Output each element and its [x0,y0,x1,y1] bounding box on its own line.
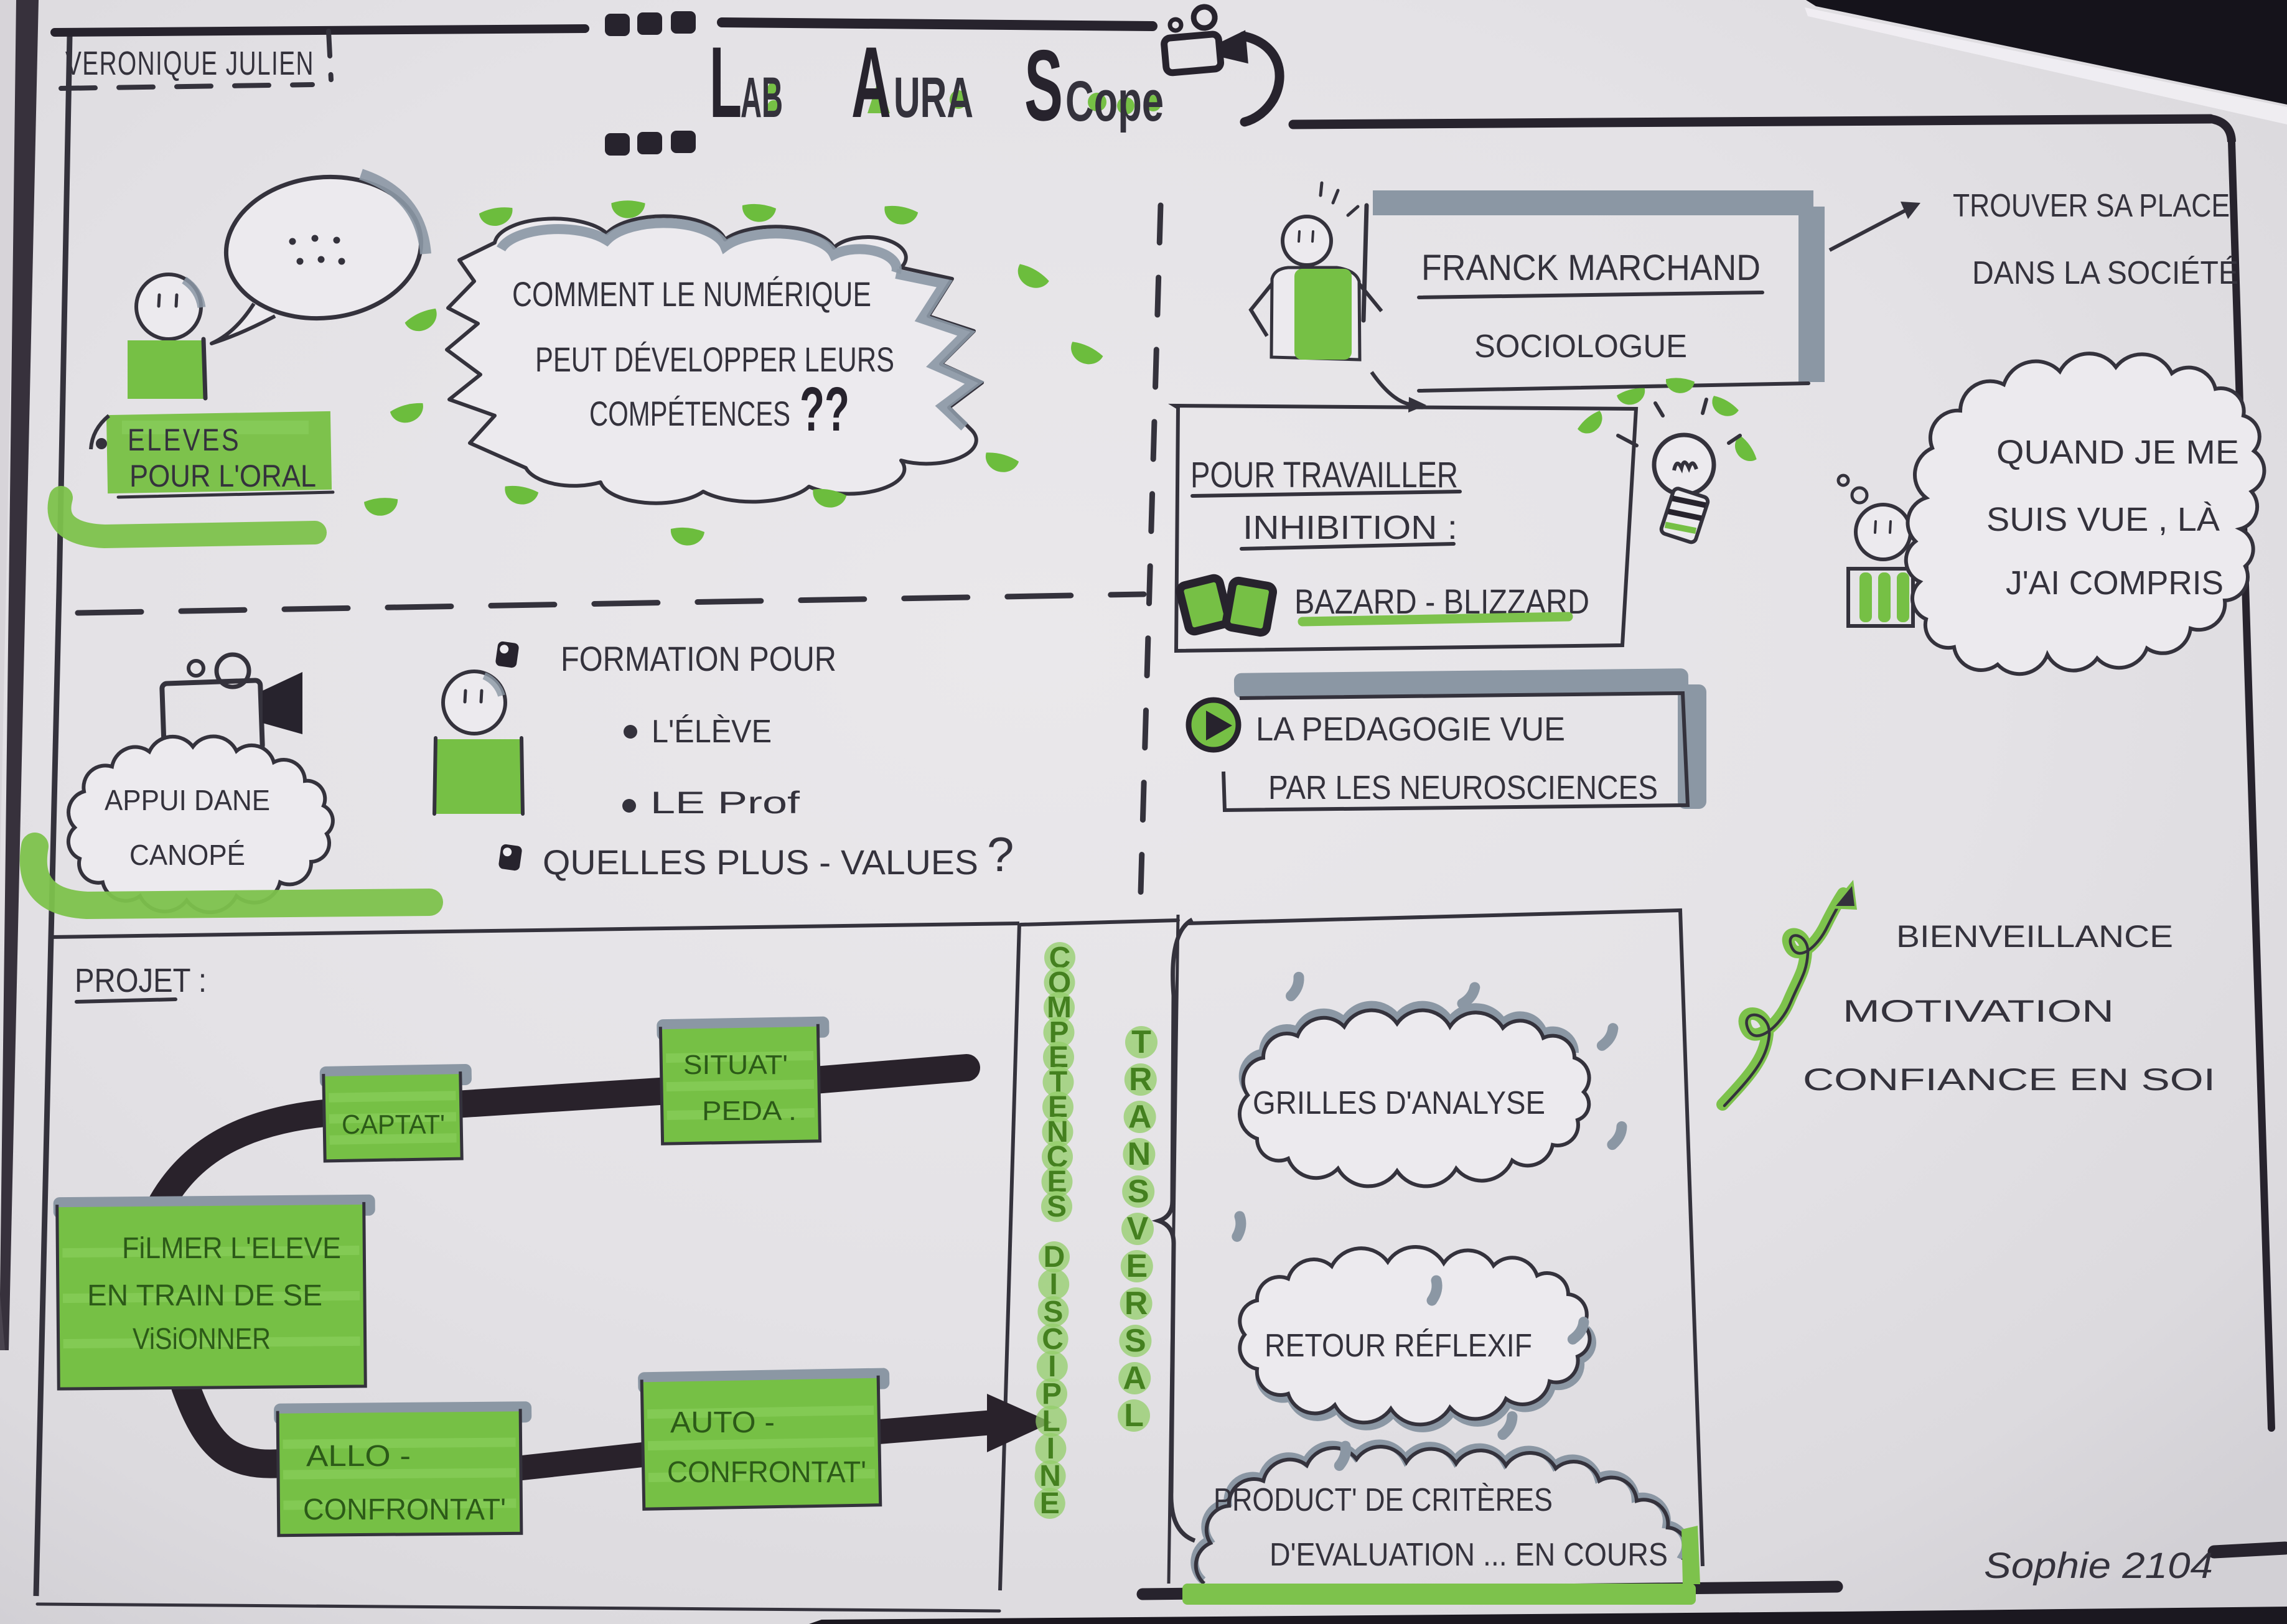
svg-text:V: V [1127,1211,1149,1247]
svg-text:VERONIQUE JULIEN: VERONIQUE JULIEN [65,45,314,82]
svg-text:TROUVER SA PLACE: TROUVER SA PLACE [1953,188,2230,224]
svg-text:AUTO -: AUTO - [670,1406,775,1439]
svg-text:?: ? [987,827,1014,882]
svg-text:L: L [1042,1405,1060,1438]
svg-text:CANOPÉ: CANOPÉ [129,839,245,871]
svg-text:ELEVES: ELEVES [128,422,241,457]
svg-text:FiLMER L'ELEVE: FiLMER L'ELEVE [122,1232,341,1265]
svg-text:??: ?? [800,375,849,444]
svg-text:PRODUCT' DE CRITÈRES: PRODUCT' DE CRITÈRES [1214,1482,1553,1518]
svg-text:COMMENT LE NUMÉRIQUE: COMMENT LE NUMÉRIQUE [512,274,871,314]
svg-text:I: I [1050,1268,1058,1301]
svg-text:T: T [1131,1024,1151,1060]
svg-text:S: S [1047,1190,1067,1223]
svg-text:N: N [1039,1460,1061,1493]
svg-text:Sophie 2104: Sophie 2104 [1984,1546,2213,1586]
svg-text:SITUAT': SITUAT' [683,1050,788,1080]
svg-text:CAPTAT': CAPTAT' [342,1109,445,1140]
svg-text:QUELLES PLUS - VALUES: QUELLES PLUS - VALUES [543,842,978,882]
svg-text:CONFRONTAT': CONFRONTAT' [667,1456,866,1489]
svg-text:R: R [1129,1062,1153,1098]
svg-text:LE Prof: LE Prof [650,785,800,820]
svg-text:POUR L'ORAL: POUR L'ORAL [129,459,316,493]
svg-text:POUR TRAVAILLER: POUR TRAVAILLER [1190,455,1458,495]
svg-text:P: P [1042,1378,1062,1411]
svg-text:E: E [1126,1248,1148,1284]
svg-text:S: S [1024,29,1063,142]
svg-text:E: E [1040,1487,1060,1520]
svg-text:URA: URA [894,66,973,129]
svg-text:PROJET :: PROJET : [75,962,207,999]
svg-text:GRILLES D'ANALYSE: GRILLES D'ANALYSE [1253,1085,1545,1121]
svg-text:MOTIVATION: MOTIVATION [1843,994,2114,1029]
svg-text:J'AI COMPRIS: J'AI COMPRIS [2006,564,2224,602]
svg-text:EN TRAIN DE SE: EN TRAIN DE SE [87,1279,322,1312]
svg-text:D'EVALUATION ... EN COURS: D'EVALUATION ... EN COURS [1270,1537,1668,1573]
svg-text:R: R [1125,1286,1148,1322]
svg-text:DANS LA SOCIÉTÉ: DANS LA SOCIÉTÉ [1972,255,2238,291]
svg-text:RETOUR RÉFLEXIF: RETOUR RÉFLEXIF [1265,1328,1532,1364]
svg-text:COMPÉTENCES: COMPÉTENCES [589,394,790,433]
svg-text:L'ÉLÈVE: L'ÉLÈVE [652,714,772,750]
svg-text:ALLO -: ALLO - [306,1440,411,1473]
svg-text:AB: AB [741,66,783,129]
svg-text:PAR LES NEUROSCIENCES: PAR LES NEUROSCIENCES [1268,769,1658,806]
svg-text:FRANCK MARCHAND: FRANCK MARCHAND [1421,248,1761,288]
svg-text:LA PEDAGOGIE VUE: LA PEDAGOGIE VUE [1256,711,1565,748]
svg-text:ViSiONNER: ViSiONNER [133,1323,271,1356]
svg-text:A: A [1128,1099,1152,1135]
svg-text:I: I [1048,1350,1056,1383]
svg-text:SUIS VUE , LÀ: SUIS VUE , LÀ [1986,501,2220,538]
svg-text:S: S [1128,1174,1149,1210]
svg-text:S: S [1043,1295,1063,1328]
svg-text:A: A [1123,1360,1146,1396]
svg-text:I: I [1047,1432,1055,1465]
svg-text:FORMATION POUR: FORMATION POUR [561,639,836,678]
svg-text:CONFIANCE EN SOI: CONFIANCE EN SOI [1803,1062,2215,1097]
svg-text:N: N [1128,1136,1151,1172]
svg-text:BIENVEILLANCE: BIENVEILLANCE [1896,919,2173,954]
svg-text:INHIBITION :: INHIBITION : [1243,509,1457,546]
svg-text:PEUT DÉVELOPPER LEURS: PEUT DÉVELOPPER LEURS [535,340,894,379]
svg-text:APPUI DANE: APPUI DANE [105,784,270,816]
svg-text:S: S [1125,1323,1146,1359]
svg-text:A: A [851,26,891,139]
svg-text:QUAND JE ME: QUAND JE ME [1996,434,2239,471]
svg-text:D: D [1044,1241,1065,1274]
svg-text:Cope: Cope [1065,70,1164,133]
svg-text:SOCIOLOGUE: SOCIOLOGUE [1474,329,1687,365]
svg-text:L: L [709,26,742,139]
svg-text:CONFRONTAT': CONFRONTAT' [303,1493,506,1526]
svg-text:L: L [1124,1398,1144,1434]
svg-text:PEDA .: PEDA . [702,1096,797,1126]
svg-text:C: C [1042,1323,1064,1356]
